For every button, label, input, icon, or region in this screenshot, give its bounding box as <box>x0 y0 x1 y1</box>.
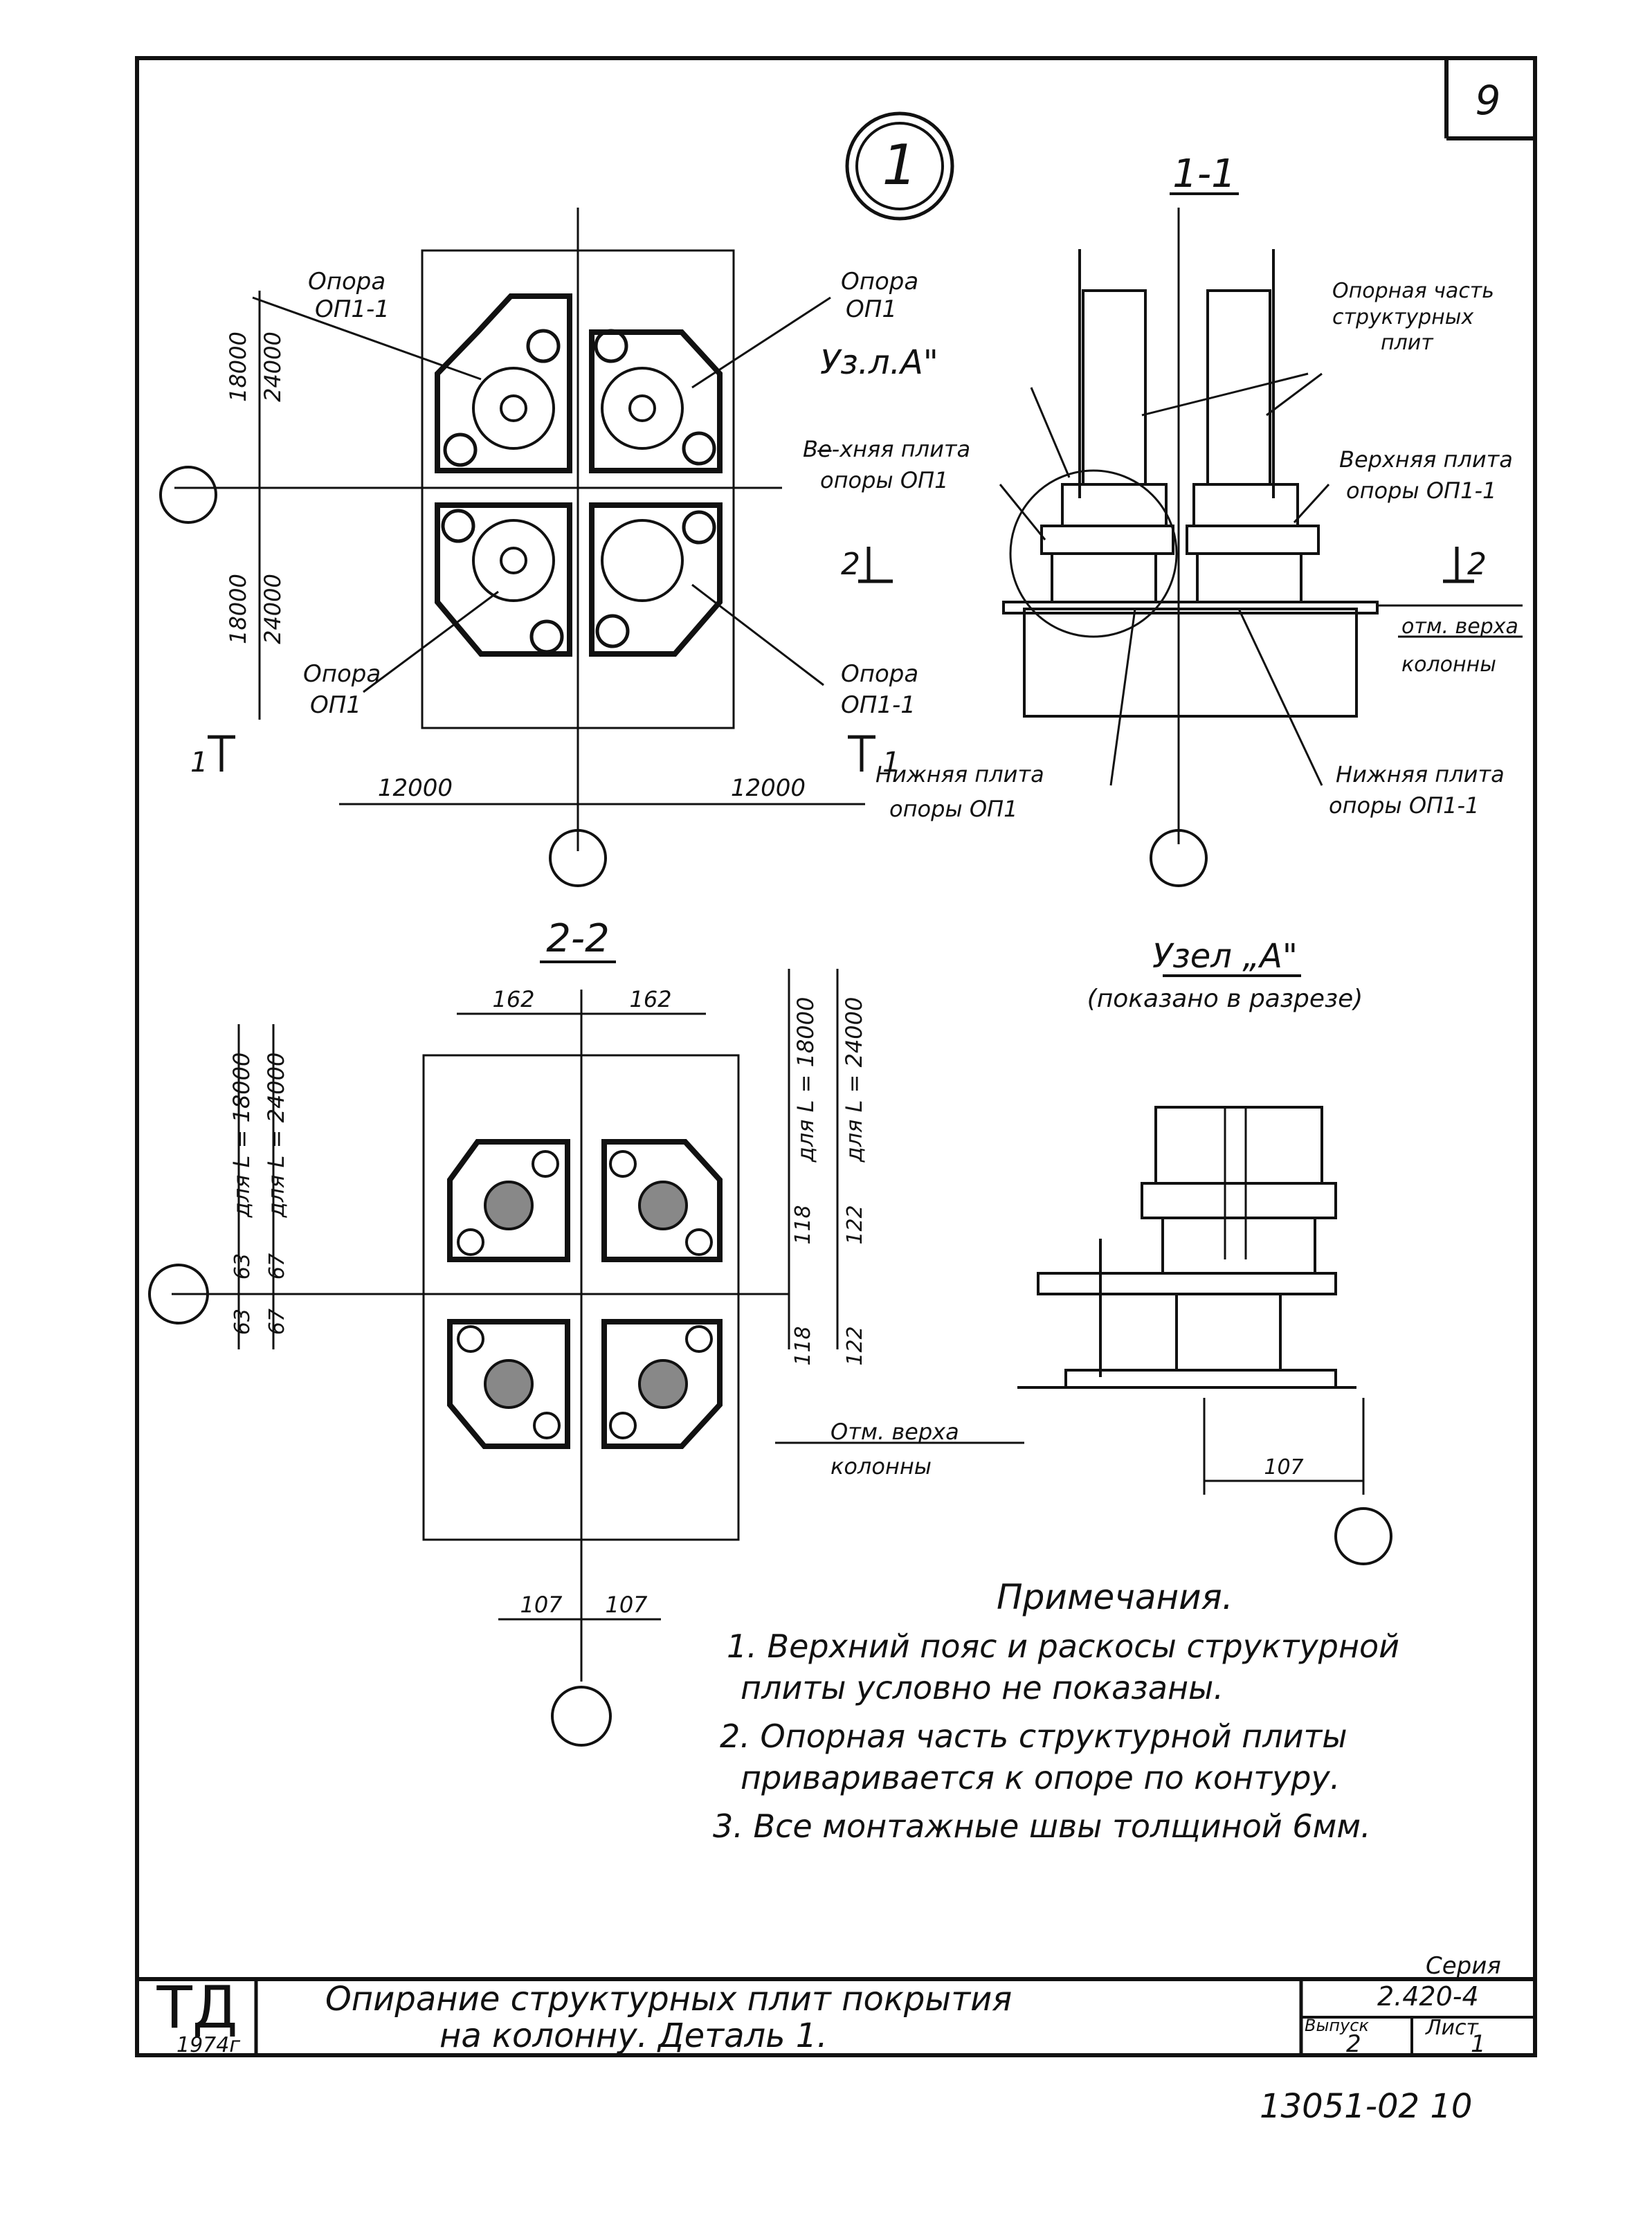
label-column-top-l1: отм. верха <box>1401 614 1518 639</box>
plan-support-tl-l1: Опора <box>308 268 385 295</box>
label-top-plate-op1-1-l1: Верхняя плита <box>1339 446 1513 473</box>
label-support-part-l2: структурных <box>1332 305 1473 329</box>
plan-dim-bottom-right: 12000 <box>731 774 806 802</box>
plan-dim-left-bottom-a: 18000 <box>225 574 251 644</box>
note-line-3: 2. Опорная часть структурной плиты <box>720 1718 1347 1755</box>
label-column-top-l2: колонны <box>1401 653 1496 677</box>
label-bottom-plate-op1-l1: Нижняя плита <box>875 761 1044 787</box>
support-plate-br <box>589 502 723 657</box>
section-1-1 <box>858 192 1523 887</box>
label-bottom-plate-op1-1-l1: Нижняя плита <box>1336 761 1505 787</box>
plan-dim-left-top-b: 24000 <box>260 331 286 402</box>
section-2-2-left-dim-a2: 63 <box>230 1309 255 1335</box>
plan-support-br-l1: Опора <box>841 660 918 688</box>
section-2-2-column-top-l2: колонны <box>830 1453 932 1479</box>
section-2-2-right-label-b: для L = 24000 <box>841 997 867 1163</box>
sheet-label: Лист <box>1425 2016 1480 2040</box>
section-2-2-column-top-l1: Отм. верха <box>830 1419 959 1445</box>
section-2-2-right-dim-b1: 122 <box>843 1205 867 1244</box>
plan-support-tr-l2: ОП1 <box>846 295 897 323</box>
issue-value: 2 <box>1346 2030 1361 2058</box>
label-support-part-l3: плит <box>1381 331 1434 355</box>
plate-2-2-tl <box>447 1139 570 1262</box>
plate-2-2-br <box>601 1319 723 1449</box>
section-2-2-dim-top-left: 162 <box>492 986 534 1012</box>
section-2-2-left-dim-a1: 63 <box>230 1253 255 1280</box>
title-logo: ТД <box>156 1974 238 2041</box>
plan-dim-bottom-left: 12000 <box>378 774 453 802</box>
plate-2-2-tr <box>601 1139 723 1262</box>
node-a-title: Узел „А" <box>1152 937 1298 976</box>
section-2-2-title: 2-2 <box>546 916 609 961</box>
node-a-detail <box>1017 974 1392 1565</box>
series-label: Серия <box>1426 1952 1501 1980</box>
plan-dim-left-bottom-b: 24000 <box>260 574 286 644</box>
section-2-2-right-dim-b2: 122 <box>843 1326 867 1365</box>
notes: Примечания. 1. Верхний пояс и раскосы ст… <box>713 1577 1399 1845</box>
node-a-dim: 107 <box>1264 1455 1303 1479</box>
note-line-4: приваривается к опоре по контуру. <box>741 1759 1340 1796</box>
section-2-2-left-label-b: для L = 24000 <box>263 1053 289 1219</box>
section-2-2-left-dim-b1: 67 <box>265 1253 289 1280</box>
plan-cut-left: 1 <box>190 747 208 778</box>
section-2-2-dim-top-right: 162 <box>629 986 671 1012</box>
plan-cut-right: 1 <box>882 747 900 778</box>
label-support-part-l1: Опорная часть <box>1332 279 1494 303</box>
plan-view <box>159 208 875 887</box>
notes-heading: Примечания. <box>997 1577 1233 1617</box>
detail-marker: 1 <box>845 111 954 221</box>
note-line-1: 1. Верхний пояс и раскосы структурной <box>727 1628 1399 1665</box>
plate-2-2-bl <box>447 1319 570 1449</box>
issue-label: Выпуск <box>1305 2016 1370 2035</box>
section-2-2-right-label-a: для L = 18000 <box>792 997 819 1163</box>
footer-code: 13051-02 10 <box>1260 2087 1472 2126</box>
section-2-2-dim-bottom-right: 107 <box>605 1592 648 1618</box>
support-plate-bl <box>435 502 572 657</box>
section-2-2-right-dim-a2: 118 <box>791 1326 815 1365</box>
plan-support-tr-l1: Опора <box>841 268 918 295</box>
plan-dim-left-top-a: 18000 <box>225 331 251 402</box>
title-year: 1974г <box>176 2033 240 2057</box>
plan-support-bl-l1: Опора <box>303 660 381 688</box>
label-bottom-plate-op1-1-l2: опоры ОП1-1 <box>1329 792 1479 819</box>
section-1-1-cut-left: 2 <box>841 547 860 582</box>
section-2-2-left-label-a: для L = 18000 <box>228 1053 255 1219</box>
section-2-2-right-dim-a1: 118 <box>791 1205 815 1244</box>
label-top-plate-op1-1-l2: опоры ОП1-1 <box>1346 477 1496 504</box>
title-block <box>254 1979 1535 2055</box>
note-line-5: 3. Все монтажные швы толщиной 6мм. <box>713 1807 1371 1845</box>
svg-text:1: 1 <box>882 133 918 197</box>
section-2-2 <box>148 960 1024 1747</box>
sheet-value: 1 <box>1471 2030 1486 2058</box>
note-line-2: плиты условно не показаны. <box>741 1669 1224 1706</box>
title-line-1: Опирание структурных плит покрытия <box>325 1980 1012 2019</box>
section-1-1-cut-right: 2 <box>1467 547 1487 582</box>
label-bottom-plate-op1-l2: опоры ОП1 <box>889 796 1017 822</box>
label-top-plate-op1-l1: Ве̶-хняя плита <box>803 436 970 462</box>
section-2-2-left-dim-b2: 67 <box>265 1309 289 1335</box>
plan-support-bl-l2: ОП1 <box>310 691 361 719</box>
sheet-number: 9 <box>1476 77 1501 124</box>
section-1-1-node-label: Уз.л.А" <box>820 343 938 382</box>
node-a-subtitle: (показано в разрезе) <box>1087 985 1363 1013</box>
section-2-2-dim-bottom-left: 107 <box>520 1592 563 1618</box>
section-1-1-title: 1-1 <box>1172 152 1235 197</box>
label-top-plate-op1-l2: опоры ОП1 <box>820 467 948 493</box>
support-plate-tr <box>589 329 723 473</box>
plan-support-br-l2: ОП1-1 <box>841 691 916 719</box>
plan-support-tl-l2: ОП1-1 <box>315 295 390 323</box>
series-value: 2.420-4 <box>1377 1981 1479 2012</box>
support-plate-tl <box>435 293 572 473</box>
title-line-2: на колонну. Деталь 1. <box>439 2016 828 2055</box>
